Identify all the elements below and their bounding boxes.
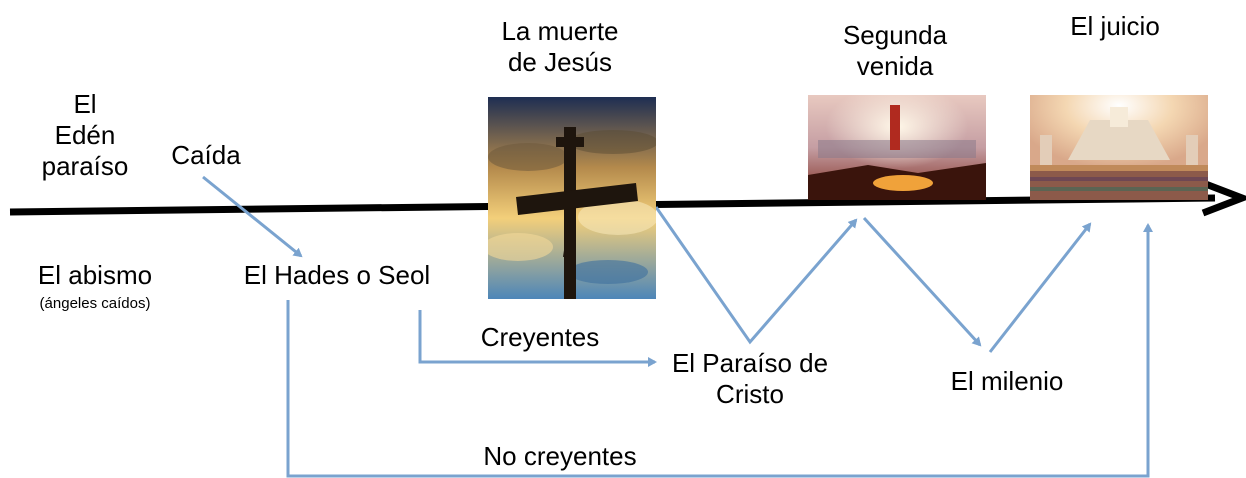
milenio-label: El milenio <box>950 366 1064 396</box>
eden-label: El Edén paraíso <box>41 89 129 181</box>
cross-sunset-picture <box>488 97 656 299</box>
flow-arrows <box>202 175 1153 478</box>
caida-label: Caída <box>171 140 241 170</box>
milenio-to-juicio-arrow <box>988 222 1092 353</box>
paraiso-to-segunda-arrow <box>654 206 858 345</box>
muerte-label: La muerte de Jesús <box>501 16 619 77</box>
caida-arrow <box>202 175 303 258</box>
segunda-to-milenio-arrow <box>862 216 982 347</box>
second-coming-picture <box>808 95 986 200</box>
no-creyentes-arrow <box>286 223 1153 478</box>
creyentes-arrow <box>418 310 657 367</box>
abismo-label: El abismo <box>37 260 153 290</box>
segunda-venida-label: Segunda venida <box>842 20 948 81</box>
angeles-caidos-label: (ángeles caídos) <box>39 295 151 312</box>
hades-label: El Hades o Seol <box>243 260 431 290</box>
judgment-throne-picture <box>1030 95 1208 200</box>
paraiso-label: El Paraíso de Cristo <box>671 348 829 409</box>
timeline-arrowhead <box>1201 179 1246 217</box>
no-creyentes-label: No creyentes <box>483 441 637 471</box>
juicio-label: El juicio <box>1070 11 1160 41</box>
creyentes-label: Creyentes <box>480 322 600 352</box>
